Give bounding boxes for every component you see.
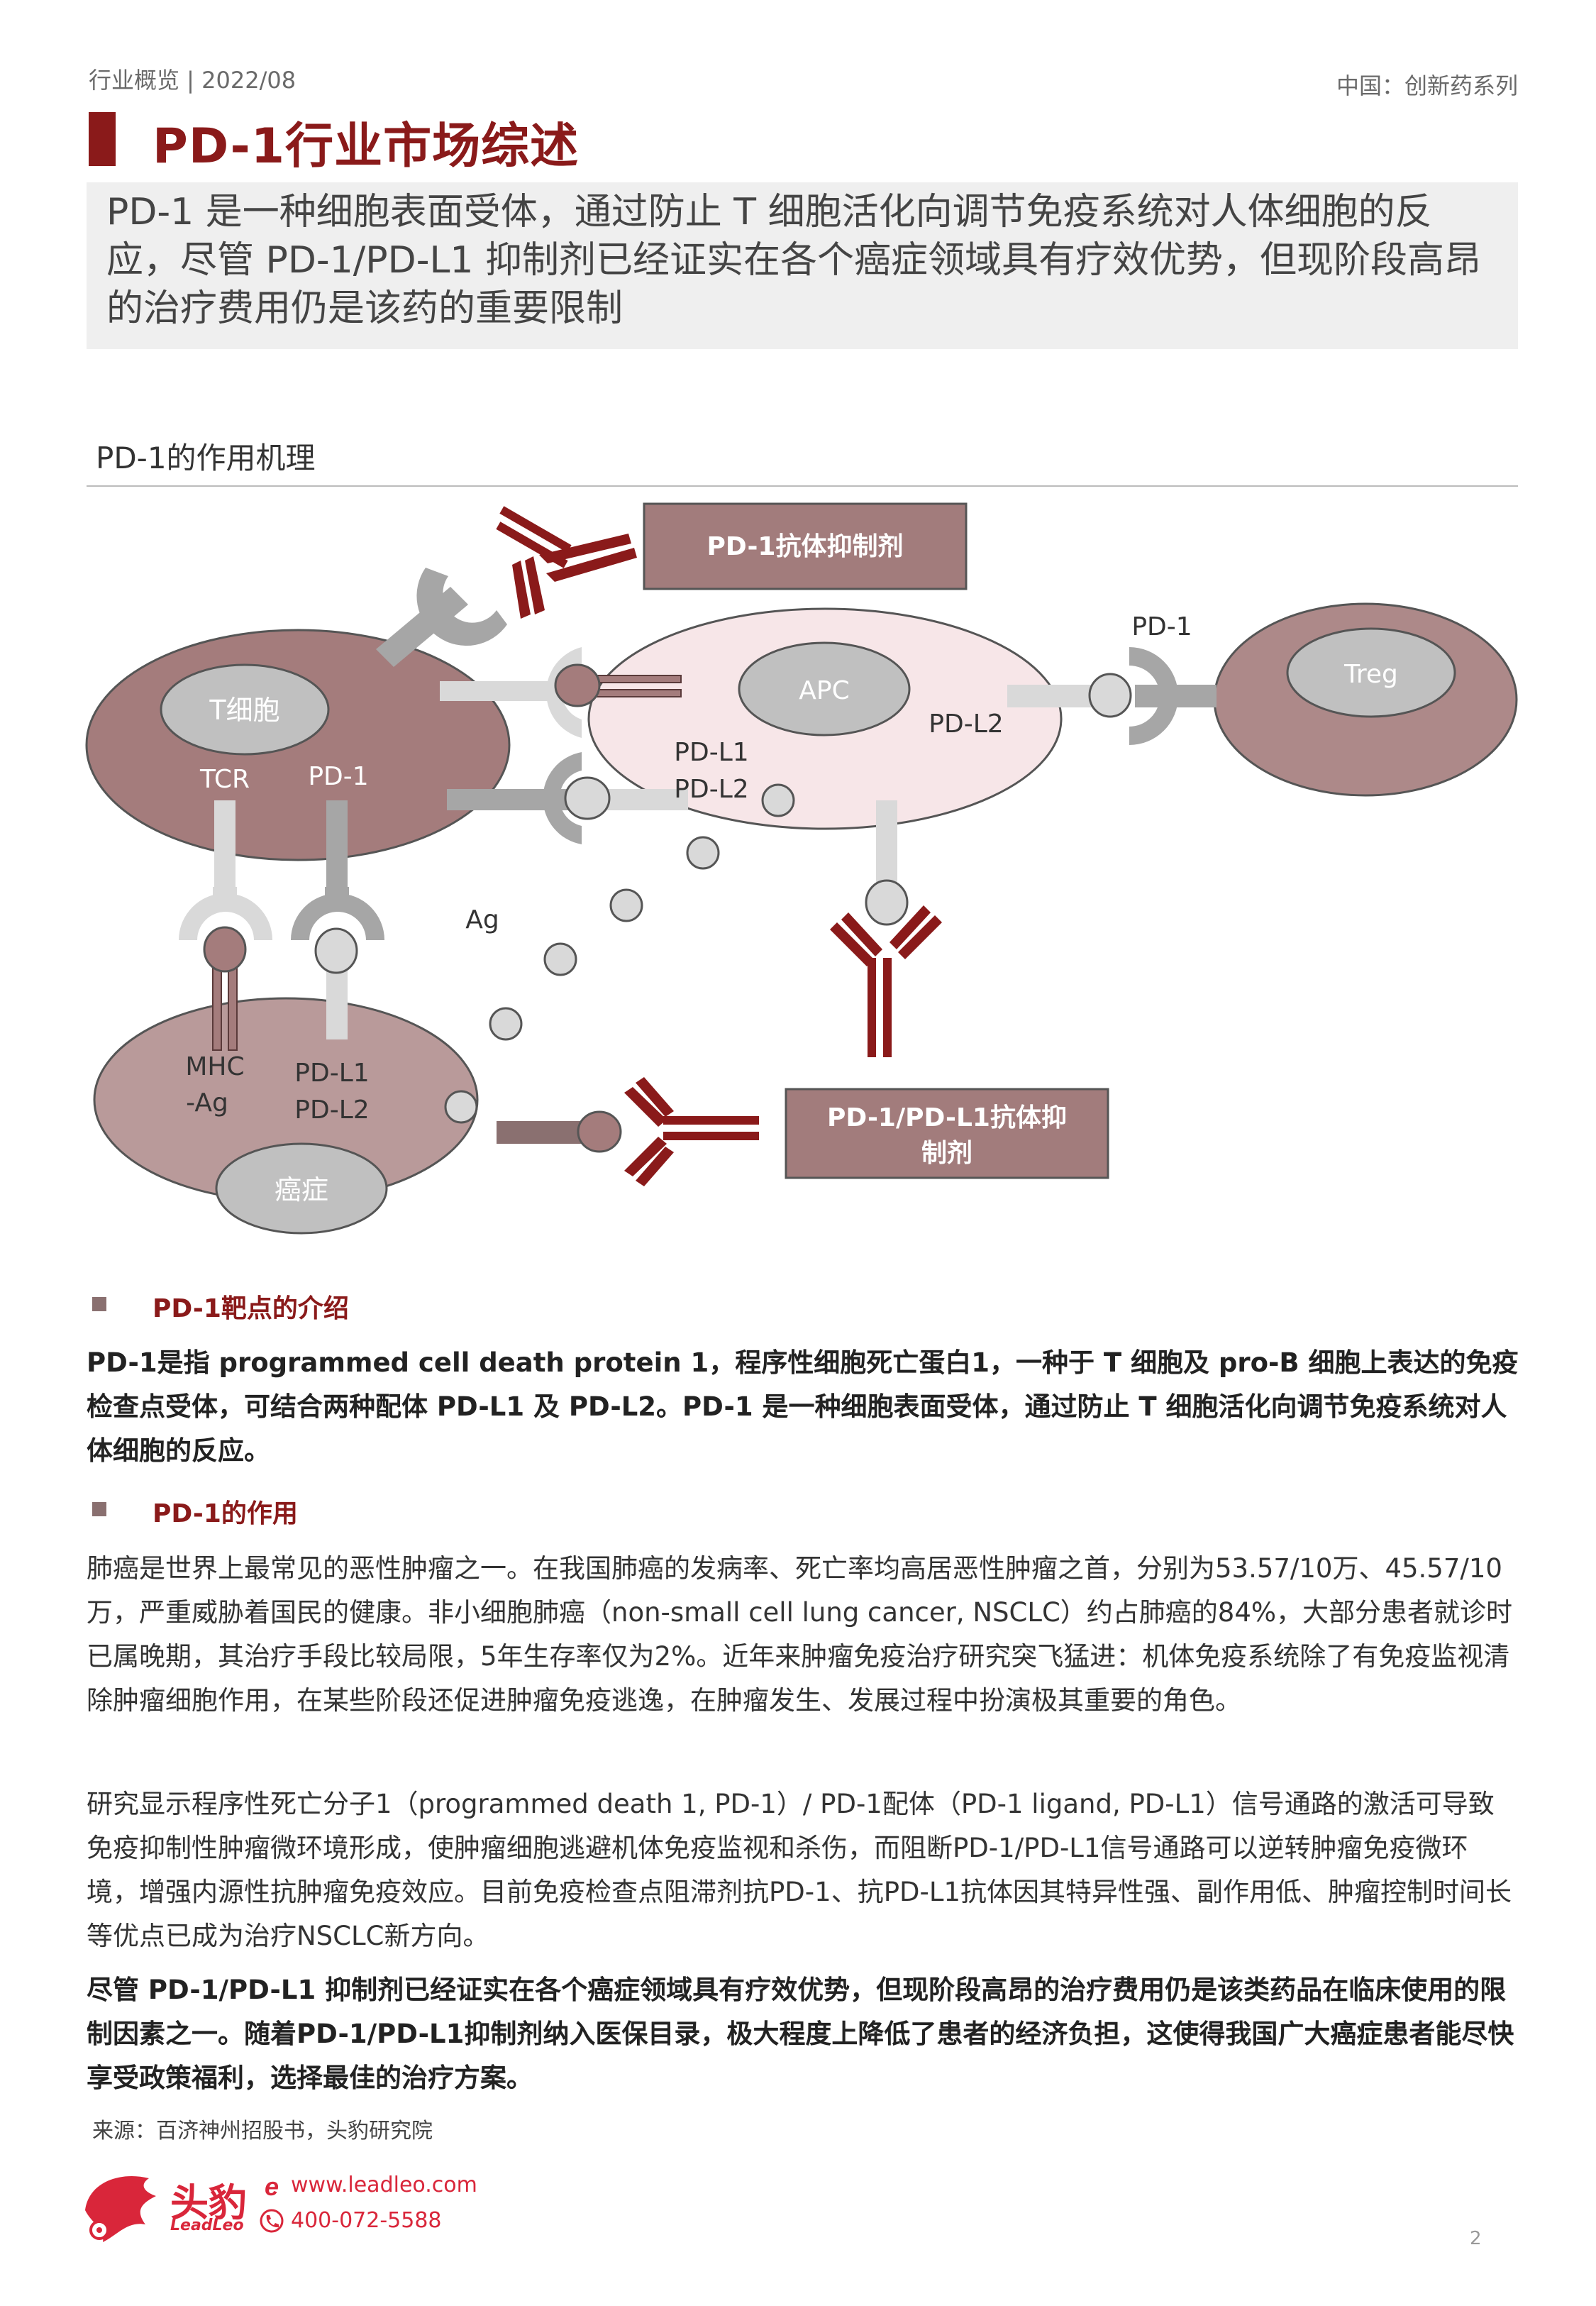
footer-website-link[interactable]: www.leadleo.com: [291, 2173, 477, 2197]
section-heading-target-intro: PD-1靶点的介绍: [153, 1294, 349, 1323]
title-accent-bar: [89, 112, 116, 166]
t-cell-nucleus: [160, 663, 330, 756]
apc-nucleus: [738, 641, 911, 737]
paragraph-conclusion: 尽管 PD-1/PD-L1 抑制剂已经证实在各个癌症领域具有疗效优势，但现阶段高…: [87, 1975, 1514, 2093]
leadleo-logo-icon: [85, 2176, 156, 2242]
footer-phone: 400-072-5588: [291, 2208, 442, 2233]
cancer-label: 癌症: [275, 1174, 328, 1206]
bullet-marker: [92, 1502, 106, 1516]
pd1-tcell-label: PD-1: [308, 762, 368, 791]
pd1-tcell-receptor: [291, 800, 384, 940]
header-series-name: 中国：创新药系列: [1336, 72, 1518, 99]
mhc-label-line1: MHC: [185, 1052, 244, 1081]
footer-brand-cn: 头豹: [170, 2180, 247, 2225]
pd-l1-cancer-ligand: [314, 927, 358, 1039]
mhc-ag-ligand: [203, 926, 247, 1051]
apc-pdl2-right-label: PD-L2: [929, 710, 1003, 739]
pd1-tcell-top-receptor: [376, 568, 507, 667]
source-note: 来源：百济神州招股书，头豹研究院: [92, 2119, 433, 2144]
summary-box: [87, 182, 1518, 349]
t-cell-label: T细胞: [209, 695, 279, 726]
cancer-nucleus: [215, 1142, 388, 1235]
header-report-info: 行业概览 | 2022/08: [89, 67, 297, 94]
section-divider: [87, 485, 1518, 487]
apc-pdl1-ligand-down: [865, 800, 909, 926]
paragraph-lung-cancer: 肺癌是世界上最常见的恶性肿瘤之一。在我国肺癌的发病率、死亡率均高居恶性肿瘤之首，…: [87, 1553, 1513, 1716]
pd-l1-antibody-label-line1: PD-1/PD-L1抗体抑: [827, 1103, 1067, 1132]
pd-l1-antibody-box: [785, 1088, 1109, 1179]
pd1-antibody-label: PD-1抗体抑制剂: [707, 531, 904, 561]
page-number: 2: [1470, 2228, 1482, 2249]
cancer-pdl1-ligand-right: [497, 1110, 622, 1153]
svg-text:e: e: [265, 2174, 279, 2200]
pd-l1-antibody-label-line2: 制剂: [921, 1139, 972, 1168]
paragraph-target-intro: PD-1是指 programmed cell death protein 1，程…: [87, 1347, 1519, 1466]
mhc-label-line2: -Ag: [186, 1088, 228, 1118]
treg-nucleus: [1286, 627, 1456, 718]
cancer-pdl1-label: PD-L1: [294, 1059, 369, 1088]
tcr-label: TCR: [199, 765, 250, 794]
pd1-mechanism-diagram: PD-1抗体抑制剂 PD-1/PD-L1抗体抑 制剂 T细胞 TCR PD-1 …: [85, 502, 1518, 1235]
antigen-label: Ag: [465, 905, 499, 934]
treg-pd1-receptor: [1007, 647, 1217, 745]
apc-pdl2-label: PD-L2: [674, 775, 748, 804]
section-heading-function: PD-1的作用: [153, 1499, 298, 1528]
cancer-antibody-symbol: [624, 1077, 759, 1186]
treg-label: Treg: [1343, 660, 1398, 689]
treg-pd1-label: PD-1: [1131, 612, 1192, 641]
cancer-pdl2-label: PD-L2: [294, 1096, 369, 1125]
apc-pdl2-ligand: [447, 752, 688, 844]
tcr-receptor: [179, 800, 272, 940]
antigen-particles: [444, 783, 795, 1124]
page-title: PD-1行业市场综述: [153, 118, 580, 175]
apc-pdl1-ligand: [440, 647, 682, 738]
pd-l1-antibody-symbol: [830, 905, 942, 1057]
apc-label: APC: [799, 676, 849, 705]
summary-text: PD-1 是一种细胞表面受体，通过防止 T 细胞活化向调节免疫系统对人体细胞的反…: [106, 191, 1482, 330]
phone-icon: [260, 2209, 284, 2233]
apc-pdl1-label: PD-L1: [674, 738, 748, 767]
pd1-antibody-box: [643, 502, 968, 590]
section-title: PD-1的作用机理: [96, 441, 316, 475]
web-icon: e: [265, 2174, 279, 2200]
bullet-marker: [92, 1297, 106, 1311]
pd1-antibody-symbol: [496, 506, 637, 619]
footer-brand-en: LeadLeo: [170, 2217, 244, 2234]
paragraph-pd1-pathway: 研究显示程序性死亡分子1（programmed death 1, PD-1）/ …: [87, 1789, 1512, 1951]
